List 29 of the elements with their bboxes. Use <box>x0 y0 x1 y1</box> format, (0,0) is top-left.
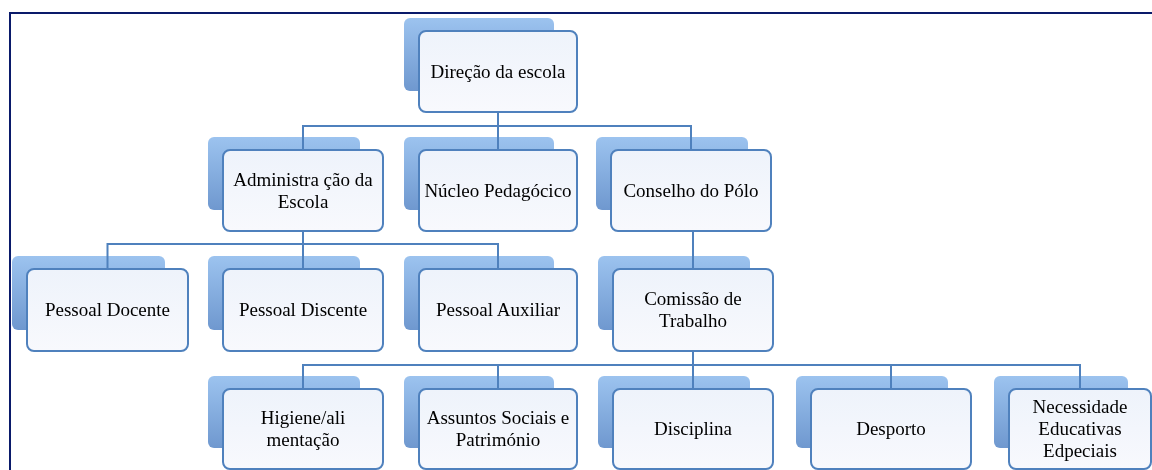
org-box <box>222 388 384 470</box>
org-box <box>418 149 578 232</box>
box-label: Pessoal Discente <box>238 299 368 321</box>
box-label: Conselho do Pólo <box>623 179 759 202</box>
org-box <box>222 149 384 232</box>
box-label: Pessoal Auxiliar <box>436 299 560 321</box>
box-label: Pessoal Docente <box>44 299 171 321</box>
org-box <box>810 388 972 470</box>
connector-line <box>302 231 499 269</box>
org-box <box>26 268 189 352</box>
box-label: Desporto <box>856 418 926 440</box>
box-label: Núcleo Pedagócico <box>424 179 572 202</box>
box-label: Comissão de Trabalho <box>643 288 743 332</box>
box-label: Assuntos Sociais e Património <box>425 407 571 451</box>
org-box <box>1008 388 1152 470</box>
org-box <box>610 149 772 232</box>
box-label: Administra ção da Escola <box>232 168 374 213</box>
org-box <box>418 268 578 352</box>
box-label: Higiene/ali mentação <box>259 407 347 451</box>
org-box <box>612 268 774 352</box>
org-box <box>222 268 384 352</box>
box-label: Disciplina <box>653 418 733 440</box>
connector-line <box>497 112 692 150</box>
box-label: Direção da escola <box>430 60 566 83</box>
org-box <box>418 388 578 470</box>
org-box <box>612 388 774 470</box>
box-label: Necessidade Educativas Edpeciais <box>1031 396 1129 462</box>
connector-line <box>692 231 694 269</box>
org-box <box>418 30 578 113</box>
